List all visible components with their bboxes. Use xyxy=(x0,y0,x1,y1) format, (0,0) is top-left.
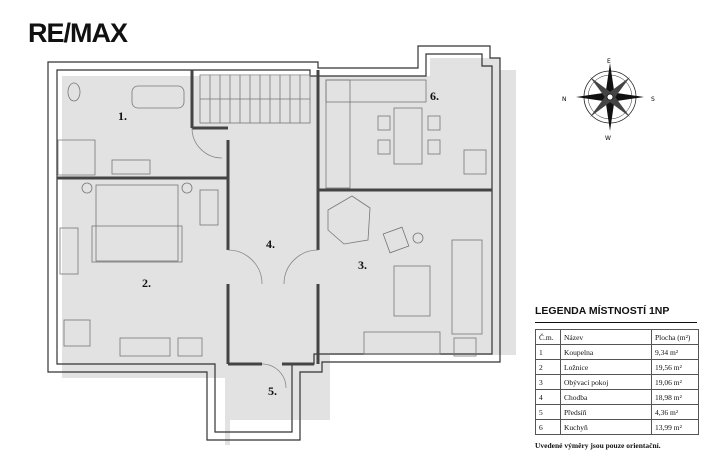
legend-header-row: Č.m. Název Plocha (m²) xyxy=(535,329,699,345)
room-label-6: 6. xyxy=(430,89,439,103)
living-room-furniture xyxy=(327,195,483,357)
legend-title: LEGENDA MÍSTNOSTÍ 1NP xyxy=(535,305,697,323)
legend-name: Předsíň xyxy=(560,404,652,420)
legend-num: 2 xyxy=(535,359,561,375)
room-label-5: 5. xyxy=(268,384,277,398)
legend-area: 13,99 m² xyxy=(651,419,699,435)
compass-e: E xyxy=(607,58,611,65)
legend-area: 19,56 m² xyxy=(651,359,699,375)
room-label-2: 2. xyxy=(142,276,151,290)
legend-area: 18,98 m² xyxy=(651,389,699,405)
compass-s: S xyxy=(651,96,655,103)
table-row: 2 Ložnice 19,56 m² xyxy=(535,359,699,375)
legend-area: 4,36 m² xyxy=(651,404,699,420)
legend-area: 19,06 m² xyxy=(651,374,699,390)
table-row: 1 Koupelna 9,34 m² xyxy=(535,344,699,360)
outer-walls xyxy=(47,45,501,441)
legend-note: Uvedené výměry jsou pouze orientační. xyxy=(535,441,661,450)
door-swings xyxy=(191,127,319,389)
table-row: 5 Předsíň 4,36 m² xyxy=(535,404,699,420)
room-label-3: 3. xyxy=(358,258,367,272)
table-row: 4 Chodba 18,98 m² xyxy=(535,389,699,405)
legend-name: Obývací pokoj xyxy=(560,374,652,390)
legend-header-area: Plocha (m²) xyxy=(651,329,699,345)
table-row: 3 Obývací pokoj 19,06 m² xyxy=(535,374,699,390)
kitchen-furniture xyxy=(325,79,487,189)
legend-num: 4 xyxy=(535,389,561,405)
room-label-4: 4. xyxy=(266,237,275,251)
remax-logo: RE/MAX xyxy=(28,18,128,48)
compass-rose-icon xyxy=(576,63,644,131)
table-row: 6 Kuchyň 13,99 m² xyxy=(535,419,699,435)
legend-header-name: Název xyxy=(560,329,652,345)
legend-table: Č.m. Název Plocha (m²) 1 Koupelna 9,34 m… xyxy=(535,329,699,435)
inner-walls xyxy=(57,70,492,366)
legend-num: 1 xyxy=(535,344,561,360)
legend-name: Kuchyň xyxy=(560,419,652,435)
legend-num: 3 xyxy=(535,374,561,390)
bedroom-furniture xyxy=(59,182,219,357)
legend-num: 6 xyxy=(535,419,561,435)
wall-shadow xyxy=(62,58,516,445)
legend-header-num: Č.m. xyxy=(535,329,561,345)
legend-num: 5 xyxy=(535,404,561,420)
legend-name: Ložnice xyxy=(560,359,652,375)
room-label-1: 1. xyxy=(118,109,127,123)
staircase xyxy=(199,74,311,124)
bathroom-fixtures xyxy=(57,82,185,176)
compass-w: W xyxy=(605,135,611,142)
compass-n: N xyxy=(562,96,567,103)
room-legend: LEGENDA MÍSTNOSTÍ 1NP Č.m. Název Plocha … xyxy=(535,305,699,450)
legend-name: Chodba xyxy=(560,389,652,405)
legend-area: 9,34 m² xyxy=(651,344,699,360)
legend-name: Koupelna xyxy=(560,344,652,360)
